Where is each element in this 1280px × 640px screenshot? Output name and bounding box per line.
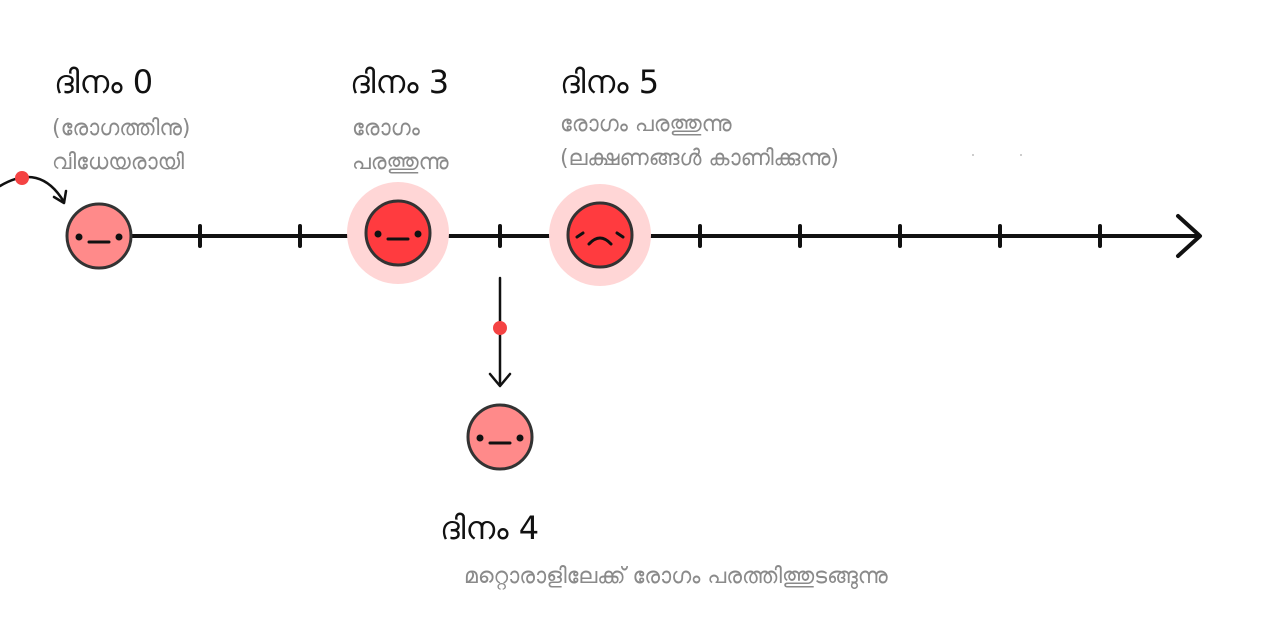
person-face-day-4 (466, 403, 534, 471)
face-eye (615, 231, 625, 239)
speck (1020, 154, 1022, 156)
person-face-day-0 (65, 202, 133, 270)
transmission-dot (493, 321, 507, 335)
description-line: (രോഗത്തിനു) (52, 116, 191, 141)
person-face-day-5 (549, 184, 651, 286)
face-eye (75, 233, 83, 241)
day-5-description: രോഗം പരത്തുന്നു (ലക്ഷണങ്ങൾ കാണിക്കുന്നു) (560, 108, 839, 176)
day-0-description: (രോഗത്തിനു) വിധേയരായി (52, 112, 191, 180)
description-line: പരത്തുന്നു (352, 150, 449, 175)
timeline-arrowhead (1176, 214, 1202, 258)
speck (972, 154, 974, 156)
tick-marks (198, 224, 1102, 248)
day-3-description: രോഗം പരത്തുന്നു (352, 112, 449, 180)
person-face-day-3 (347, 182, 449, 284)
description-line: വിധേയരായി (52, 150, 185, 175)
face-eye (115, 233, 123, 241)
description-line: മറ്റൊരാളിലേക്ക് രോഗം പരത്തിത്തുടങ്ങുന്നു (464, 564, 888, 589)
transmission-arrow (488, 276, 512, 388)
day-4-title: ദിനം 4 (440, 509, 540, 547)
face-eye (414, 230, 422, 238)
description-line: രോഗം (352, 116, 420, 141)
exposure-arrow (0, 171, 68, 205)
day-5-title: ദിനം 5 (560, 63, 660, 101)
exposure-dot (15, 171, 29, 185)
face-eye (516, 434, 524, 442)
day-4-description: മറ്റൊരാളിലേക്ക് രോഗം പരത്തിത്തുടങ്ങുന്നു (464, 560, 888, 594)
day-0-title: ദിനം 0 (54, 63, 154, 101)
face-eye (374, 230, 382, 238)
face-eye (476, 434, 484, 442)
description-line: (ലക്ഷണങ്ങൾ കാണിക്കുന്നു) (560, 146, 839, 171)
description-line: രോഗം പരത്തുന്നു (560, 112, 732, 137)
face-mouth (587, 236, 613, 246)
face-eye (575, 231, 585, 239)
day-3-title: ദിനം 3 (350, 63, 450, 101)
